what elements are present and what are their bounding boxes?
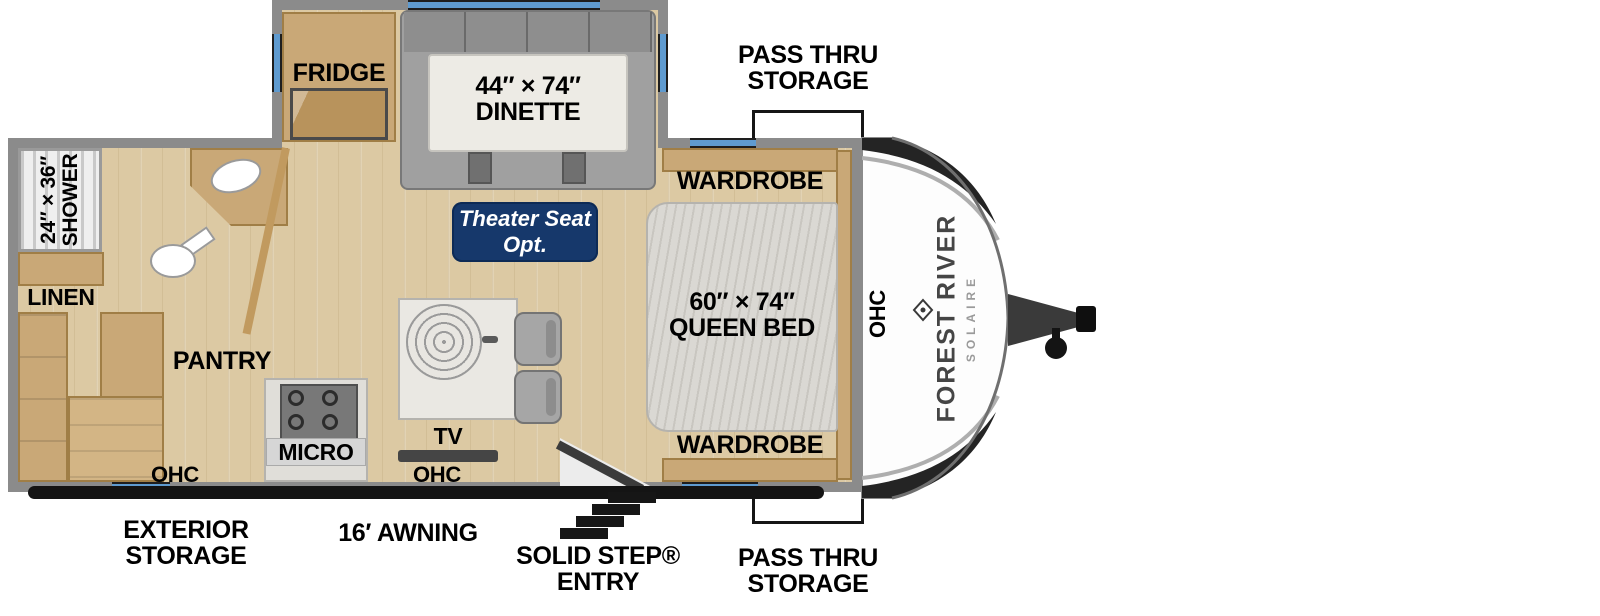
- linen-cabinet: [18, 252, 104, 286]
- pass-thru-storage-top-outline: [752, 110, 864, 142]
- fridge-label: FRIDGE: [292, 58, 386, 87]
- window-bedroom-top: [690, 138, 756, 148]
- wardrobe-bottom-cabinet: [662, 458, 838, 482]
- exterior-storage-label: EXTERIOR STORAGE: [123, 515, 249, 570]
- hitch-coupler: [1076, 306, 1096, 332]
- pass-thru-top-label: PASS THRU STORAGE: [738, 40, 878, 95]
- wardrobe-top-cabinet: [662, 148, 838, 172]
- entry-label: SOLID STEP® ENTRY: [516, 541, 680, 596]
- wardrobe-bottom-label: WARDROBE: [676, 430, 824, 459]
- island-sink: [406, 304, 482, 380]
- pantry-cabinet: [100, 312, 164, 398]
- window-slide-left: [272, 34, 282, 92]
- front-ohc-cabinet: [836, 150, 852, 480]
- shower-stall: [18, 148, 102, 252]
- awning-rail: [28, 486, 824, 499]
- pantry-label: PANTRY: [172, 346, 272, 375]
- dinette-label: 44″ × 74″ DINETTE: [475, 71, 581, 126]
- ohc-front-label: OHC: [865, 290, 891, 338]
- step-icon: [608, 492, 656, 503]
- tongue-jack-post: [1052, 328, 1060, 342]
- bench-seat: [68, 396, 164, 482]
- sofa-bench: [18, 312, 68, 482]
- theater-seat-2: [514, 370, 562, 424]
- burner-icon: [288, 414, 304, 430]
- front-cap-trim-bottom: [862, 412, 996, 498]
- toilet-bowl: [150, 244, 196, 278]
- model-text: SOLAIRE: [964, 274, 978, 362]
- front-cap: FOREST RIVER SOLAIRE: [861, 136, 1096, 500]
- dinette-leg: [562, 152, 586, 184]
- burner-icon: [322, 390, 338, 406]
- queen-bed: [646, 202, 838, 432]
- awning-label: 16′ AWNING: [338, 518, 478, 547]
- burner-icon: [288, 390, 304, 406]
- step-icon: [592, 504, 640, 515]
- linen-label: LINEN: [27, 283, 95, 310]
- shower-label: 24″ × 36″ SHOWER: [36, 153, 82, 247]
- dinette-cushion: [404, 12, 652, 52]
- microwave-front: [266, 438, 366, 466]
- pass-thru-bottom-label: PASS THRU STORAGE: [738, 543, 878, 598]
- wall-left: [8, 138, 18, 492]
- wall-top-right: [660, 138, 862, 148]
- dinette-table: [428, 54, 628, 152]
- ohc-kitchen-label: OHC: [413, 462, 461, 488]
- tv-screen: [398, 450, 498, 462]
- faucet-icon: [482, 336, 498, 343]
- theater-seat-option-badge: Theater Seat Opt.: [452, 202, 598, 262]
- dinette-leg: [468, 152, 492, 184]
- fridge-unit: [290, 88, 388, 140]
- window-slide-right: [658, 34, 668, 92]
- tv-label: TV: [433, 422, 463, 449]
- step-icon: [576, 516, 624, 527]
- wardrobe-top-label: WARDROBE: [676, 166, 824, 195]
- queen-bed-label: 60″ × 74″ QUEEN BED: [669, 287, 815, 342]
- hitch-a-frame: [1008, 294, 1082, 346]
- wall-top-left: [8, 138, 280, 148]
- burner-icon: [322, 414, 338, 430]
- forest-river-logo-dot-icon: [920, 307, 926, 313]
- micro-label: MICRO: [278, 438, 354, 465]
- seat-backrest: [546, 320, 556, 358]
- brand-text: FOREST RIVER: [933, 214, 961, 423]
- seat-backrest: [546, 378, 556, 416]
- step-icon: [560, 528, 608, 539]
- ohc-left-label: OHC: [151, 462, 199, 488]
- wall-right: [852, 138, 862, 492]
- front-cap-trim-top: [862, 138, 996, 224]
- tongue-jack-wheel: [1045, 337, 1067, 359]
- window-slide-top: [408, 0, 600, 10]
- theater-seat-1: [514, 312, 562, 366]
